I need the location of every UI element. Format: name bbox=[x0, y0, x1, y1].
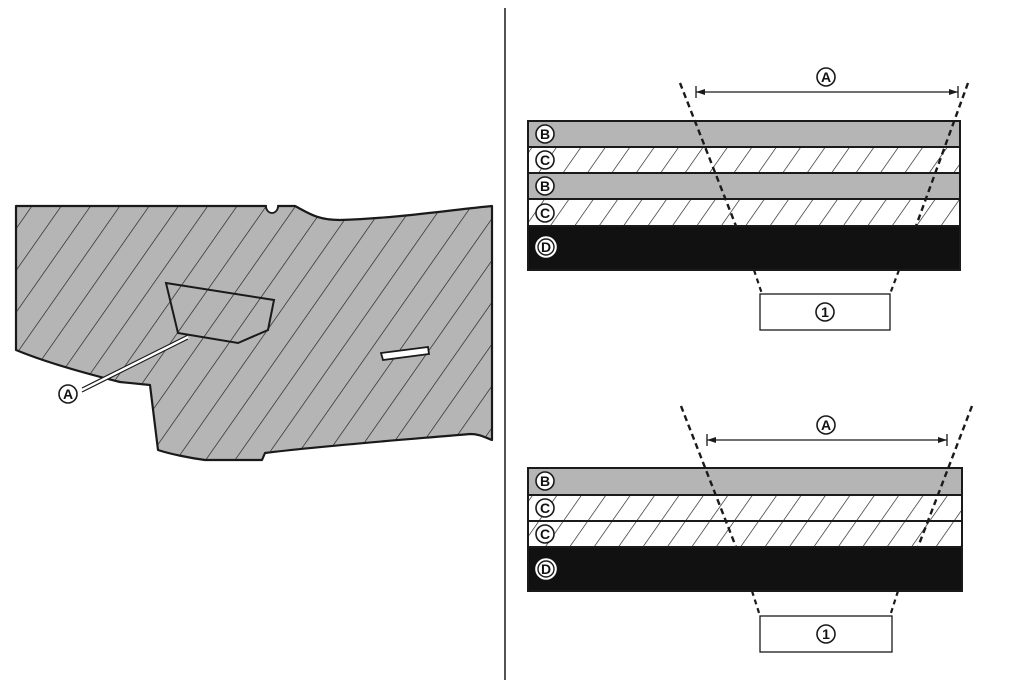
svg-text:1: 1 bbox=[821, 304, 829, 320]
layer-label-d: D bbox=[535, 236, 557, 258]
svg-text:A: A bbox=[63, 386, 73, 402]
slot-opening bbox=[379, 345, 431, 361]
top-notch bbox=[265, 205, 279, 214]
layer-d bbox=[527, 225, 961, 271]
layer-label-c-1: C bbox=[535, 150, 555, 170]
svg-text:1: 1 bbox=[822, 626, 830, 642]
cone-lower-right bbox=[888, 590, 900, 617]
layer-b-1 bbox=[527, 120, 961, 148]
part-label-1: 1 bbox=[816, 624, 836, 644]
svg-text:A: A bbox=[821, 69, 831, 85]
leader-line-edge-2 bbox=[81, 338, 189, 393]
svg-text:C: C bbox=[540, 205, 550, 221]
cone-line-right bbox=[916, 405, 974, 548]
layer-label-d: D bbox=[535, 558, 557, 580]
layer-b bbox=[527, 467, 963, 496]
layer-label-c-2: C bbox=[535, 203, 555, 223]
cone-lower-left bbox=[752, 269, 764, 295]
svg-text:A: A bbox=[821, 417, 831, 433]
layer-label-c-1: C bbox=[535, 498, 555, 518]
part-label-1: 1 bbox=[815, 302, 835, 322]
svg-text:D: D bbox=[541, 239, 551, 255]
layer-d bbox=[527, 546, 963, 592]
cone-line-left bbox=[678, 82, 738, 227]
layer-label-c-2: C bbox=[535, 524, 555, 544]
layer-b-2 bbox=[527, 172, 961, 200]
layer-label-b: B bbox=[535, 471, 555, 491]
left-panel-part: A bbox=[14, 204, 494, 462]
dim-arrow-right bbox=[938, 437, 947, 443]
leader-line-edge bbox=[81, 334, 189, 389]
layer-label-b-2: B bbox=[535, 176, 555, 196]
svg-text:B: B bbox=[540, 473, 550, 489]
leader-line bbox=[81, 335, 189, 392]
svg-text:B: B bbox=[540, 126, 550, 142]
svg-text:C: C bbox=[540, 152, 550, 168]
cone-lower-right bbox=[888, 269, 901, 295]
callout-label-a: A bbox=[58, 384, 78, 404]
svg-text:C: C bbox=[540, 500, 550, 516]
dim-arrow-right bbox=[949, 89, 958, 95]
svg-text:D: D bbox=[541, 561, 551, 577]
svg-text:B: B bbox=[540, 178, 550, 194]
cone-line-left bbox=[679, 405, 738, 548]
cone-lower-left bbox=[750, 590, 762, 617]
layer-c-1 bbox=[527, 494, 963, 522]
svg-text:C: C bbox=[540, 526, 550, 542]
layer-c-2 bbox=[527, 520, 963, 548]
dimension-label-a: A bbox=[816, 67, 836, 87]
callout-area-outline bbox=[164, 281, 276, 345]
cone-line-right bbox=[914, 82, 970, 227]
layer-c-2 bbox=[527, 198, 961, 227]
dim-arrow-left bbox=[707, 437, 716, 443]
dimension-label-a: A bbox=[816, 415, 836, 435]
bottom-layer-stack: A B C C D 1 bbox=[527, 405, 974, 653]
dim-arrow-left bbox=[696, 89, 705, 95]
layer-c-1 bbox=[527, 146, 961, 174]
hatched-panel-body bbox=[14, 204, 494, 462]
layer-label-b-1: B bbox=[535, 124, 555, 144]
top-layer-stack: A B C B C D 1 bbox=[527, 67, 970, 331]
